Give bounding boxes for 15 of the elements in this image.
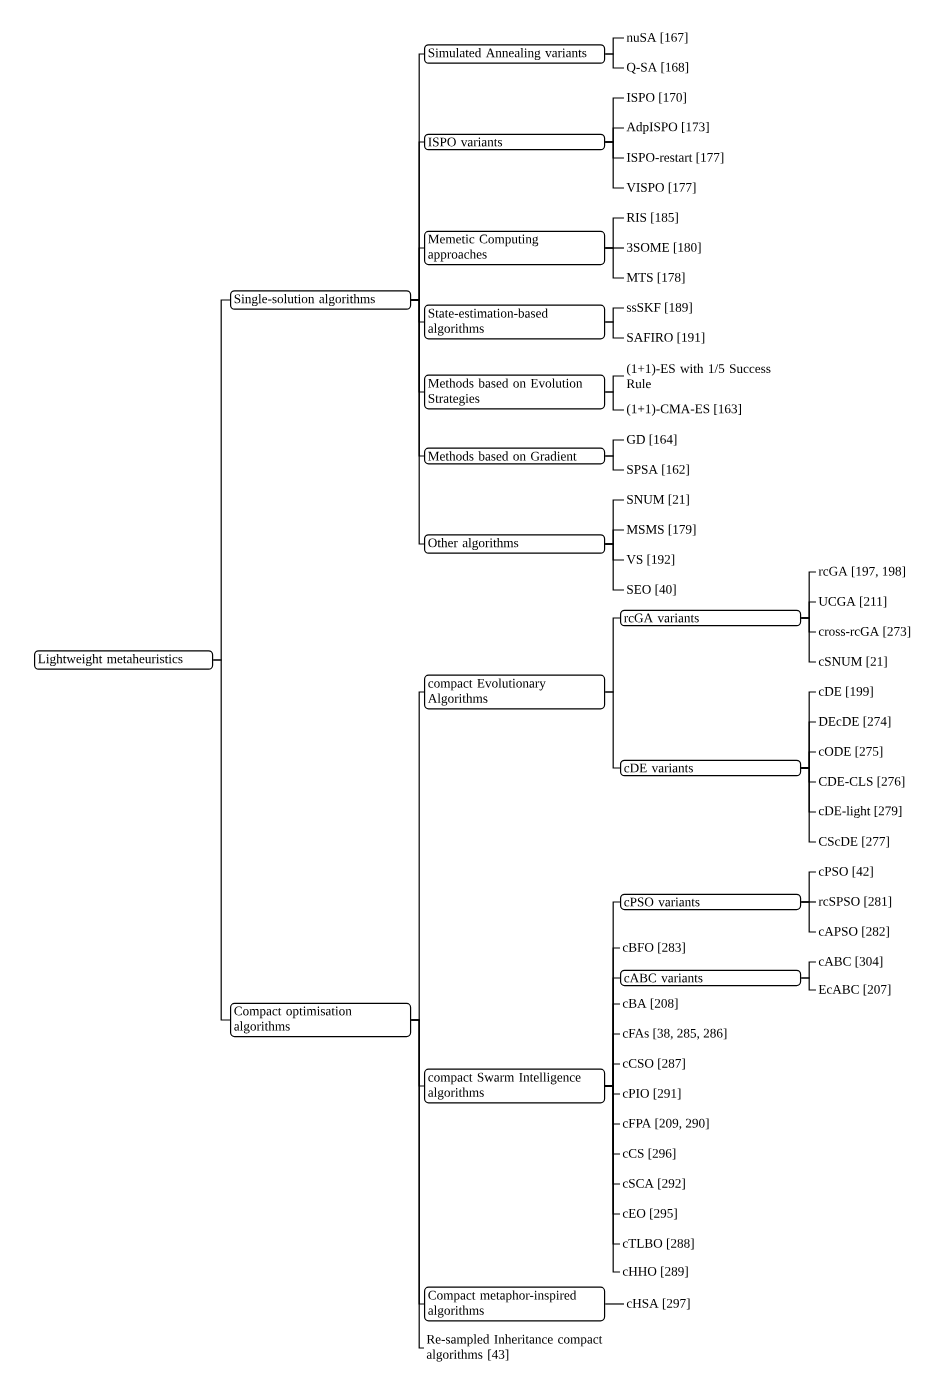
- connector: [604, 1303, 625, 1305]
- connector: [800, 977, 817, 991]
- connector: [604, 247, 625, 279]
- connector: [800, 617, 817, 663]
- connector: [604, 321, 625, 339]
- connector: [604, 543, 625, 591]
- connector: [212, 659, 231, 1021]
- connector: [604, 141, 625, 189]
- connector: [800, 767, 817, 843]
- connector: [410, 299, 425, 545]
- connector: [800, 901, 817, 933]
- connector: [604, 455, 625, 471]
- connector: [604, 53, 625, 69]
- connector: [604, 391, 625, 411]
- connector: [604, 691, 621, 769]
